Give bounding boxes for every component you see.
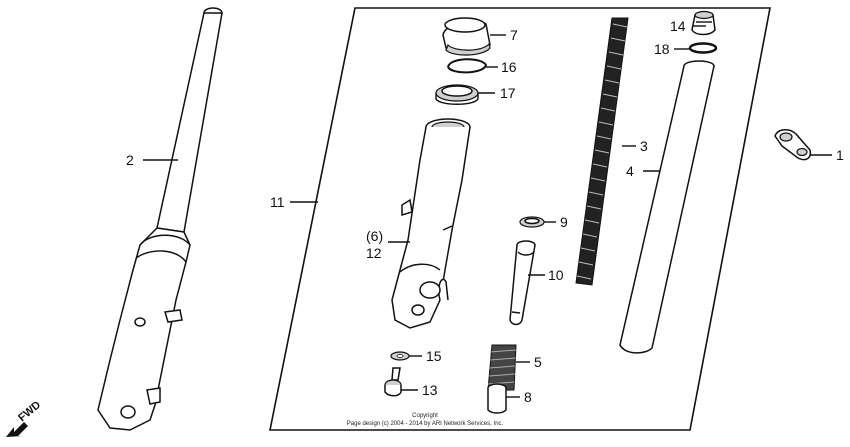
callout-4: 4 [626, 163, 634, 179]
callout-16: 16 [501, 59, 517, 75]
socket-bolt[interactable] [384, 367, 402, 397]
callout-7: 7 [510, 27, 518, 43]
dust-seal[interactable] [442, 17, 491, 56]
callout-3: 3 [640, 138, 648, 154]
snap-ring[interactable] [447, 58, 488, 74]
callout-15: 15 [426, 348, 442, 364]
callout-8: 8 [524, 389, 532, 405]
fork-slider[interactable] [391, 118, 471, 329]
callout-6: (6) [366, 228, 383, 244]
oil-lock-piece[interactable] [487, 383, 507, 414]
callout-1: 1 [836, 147, 844, 163]
callout-10: 10 [548, 267, 564, 283]
fwd-label: FWD [16, 399, 43, 424]
forward-direction-indicator: FWD [6, 399, 43, 437]
fork-bolt[interactable] [691, 10, 716, 36]
fork-piston[interactable] [509, 240, 536, 326]
callout-14: 14 [670, 18, 686, 34]
rebound-spring[interactable] [487, 344, 517, 391]
fork-leg-complete[interactable] [97, 7, 223, 431]
callout-12: 12 [366, 245, 382, 261]
callout-11: 11 [270, 194, 285, 210]
fork-spring[interactable] [575, 17, 629, 286]
callout-2: 2 [126, 152, 134, 168]
assembly-panel-outline [269, 7, 771, 431]
callout-9: 9 [560, 214, 568, 230]
callout-17: 17 [500, 85, 516, 101]
oil-seal[interactable] [435, 84, 479, 105]
fork-pipe[interactable] [619, 60, 715, 354]
callout-5: 5 [534, 354, 542, 370]
piston-ring[interactable] [519, 216, 545, 228]
fork-bracket[interactable] [774, 129, 812, 161]
copyright-line-2: Page design (c) 2004 - 2014 by ARI Netwo… [347, 421, 504, 427]
callout-13: 13 [422, 382, 438, 398]
callout-18: 18 [654, 41, 670, 57]
sealing-washer[interactable] [390, 351, 410, 361]
o-ring[interactable] [688, 42, 718, 54]
copyright-line-1: Copyright [412, 413, 438, 419]
